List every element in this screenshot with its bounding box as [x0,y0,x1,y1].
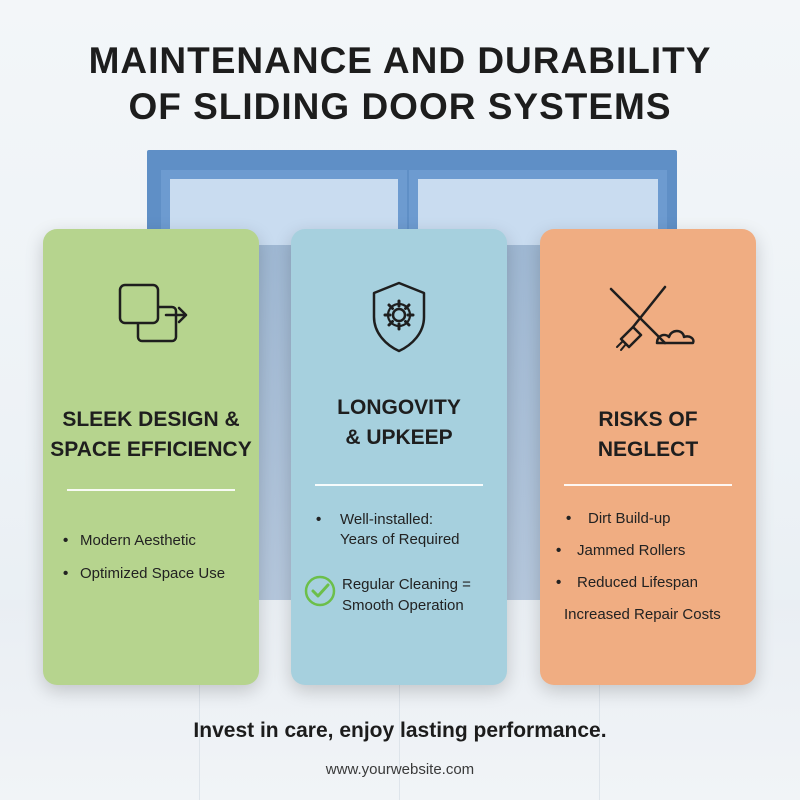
heading-line-2: & UPKEEP [345,426,453,449]
list-item: •Dirt Build-up [566,510,671,527]
tagline: Invest in care, enjoy lasting performanc… [193,719,607,742]
heading-line-2: NEGLECT [597,438,699,461]
heading-line-1: LONGOVITY [337,396,461,419]
list-item: Years of Required [340,531,460,548]
shield-gear-icon [291,277,507,357]
bullet-list: •Modern Aesthetic •Optimized Space Use [43,531,259,584]
card-heading: RISKS OF NEGLECT [540,405,756,465]
list-item: •Jammed Rollers [556,542,686,559]
title-line-2: OF SLIDING DOOR SYSTEMS [128,86,672,127]
check-item-line-1: Regular Cleaning = [342,576,471,593]
check-item: Regular Cleaning = Smooth Operation [303,574,471,616]
bullet-list: •Well-installed: Years of Required [291,510,507,550]
card-longevity: LONGOVITY & UPKEEP •Well-installed: Year… [291,229,507,685]
card-risks-of-neglect: RISKS OF NEGLECT •Dirt Build-up •Jammed … [540,229,756,685]
list-item: •Well-installed: [316,511,434,528]
list-item: Increased Repair Costs [564,606,721,623]
crossed-broom-dirt-icon [540,277,756,357]
title-line-1: MAINTENANCE AND DURABILITY [88,40,712,81]
list-item: •Modern Aesthetic [63,532,196,549]
sliding-squares-icon [43,277,259,357]
check-circle-icon [304,575,336,607]
heading-line-1: SLEEK DESIGN & [62,408,240,431]
check-item-line-2: Smooth Operation [342,597,464,614]
page-title: MAINTENANCE AND DURABILITY OF SLIDING DO… [0,38,800,130]
card-heading: LONGOVITY & UPKEEP [291,393,507,453]
heading-line-2: SPACE EFFICIENCY [50,438,252,461]
bullet-list: •Dirt Build-up •Jammed Rollers •Reduced … [540,509,756,625]
card-heading: SLEEK DESIGN & SPACE EFFICIENCY [43,405,259,465]
heading-line-1: RISKS OF [598,408,698,431]
list-item: •Optimized Space Use [63,565,226,582]
divider [67,489,235,491]
website-link[interactable]: www.yourwebsite.com [325,761,475,778]
divider [315,484,483,486]
divider [564,484,732,486]
card-sleek-design: SLEEK DESIGN & SPACE EFFICIENCY •Modern … [43,229,259,685]
list-item: •Reduced Lifespan [556,574,698,591]
